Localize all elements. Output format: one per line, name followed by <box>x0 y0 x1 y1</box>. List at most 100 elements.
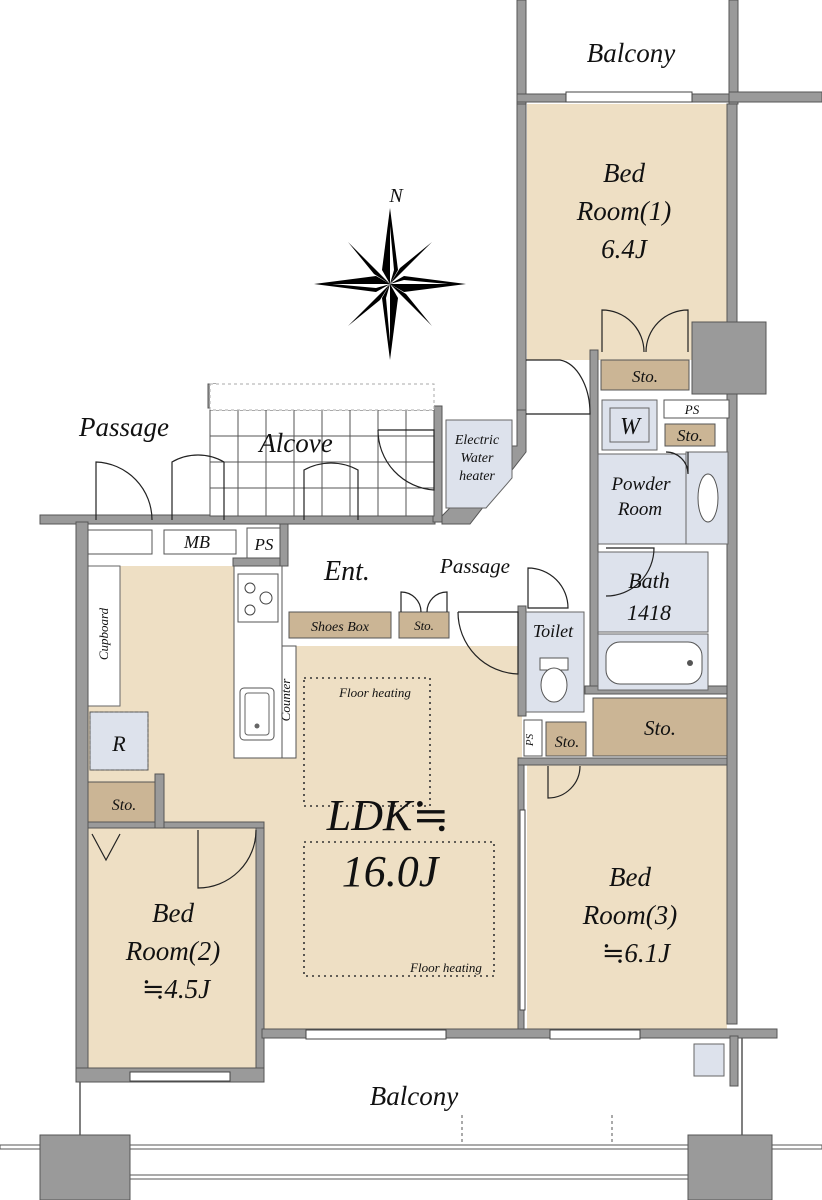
bath-label-line1: Bath <box>628 568 670 593</box>
washer-label: W <box>620 414 642 440</box>
wall <box>517 605 527 717</box>
ldk-label-line2: 16.0J <box>342 847 441 896</box>
bedroom-1-label-line2: Room(1) <box>576 196 671 226</box>
door <box>91 833 121 862</box>
floor-heating-label-1: Floor heating <box>338 685 411 700</box>
storage-powder-label: Sto. <box>677 426 703 445</box>
electric-heater-line3: heater <box>459 469 495 484</box>
window <box>129 1071 231 1082</box>
cupboard-label: Cupboard <box>96 607 111 660</box>
wall <box>75 521 89 1073</box>
storage-bedroom-3-label: Sto. <box>644 716 676 740</box>
door <box>377 429 435 491</box>
sink-icon <box>239 687 275 741</box>
electric-water-heater <box>445 419 513 509</box>
door <box>400 591 448 613</box>
wall <box>516 0 527 105</box>
wall <box>728 0 739 105</box>
bedroom-2-label-line1: Bed <box>152 898 194 928</box>
room-floors <box>87 104 727 1070</box>
alcove-label: Alcove <box>257 428 332 458</box>
wall <box>87 821 265 829</box>
column <box>691 321 767 395</box>
door <box>601 309 645 353</box>
door <box>457 611 519 675</box>
window <box>565 91 693 103</box>
alcove-tiles <box>209 383 435 517</box>
column <box>687 1134 773 1200</box>
bedroom-2-floor <box>88 828 256 1070</box>
meter-box <box>163 529 237 555</box>
door <box>605 547 655 597</box>
floor-heating-area-1 <box>303 677 431 807</box>
balcony-rail <box>129 1144 689 1150</box>
balcony-rail <box>0 1144 41 1150</box>
door <box>527 567 569 609</box>
storage-bedroom-1-label: Sto. <box>632 367 658 386</box>
column <box>39 1134 131 1200</box>
wall <box>729 1035 739 1087</box>
wall <box>516 103 527 415</box>
pipe-space-top <box>663 399 730 419</box>
door <box>95 461 153 521</box>
refrigerator-label: R <box>111 731 126 756</box>
storage-entrance-label: Sto. <box>414 618 434 633</box>
wall <box>726 103 738 1025</box>
air-conditioner-unit <box>693 1043 725 1077</box>
passage-center-label: Passage <box>439 554 510 578</box>
door <box>547 765 581 799</box>
storage-bedroom-2 <box>87 781 156 823</box>
door <box>171 454 225 520</box>
bath-room <box>597 551 709 633</box>
wall <box>589 349 599 691</box>
floor-heating-label-2: Floor heating <box>409 960 482 975</box>
storage-toilet-label: Sto. <box>555 734 579 751</box>
ldk-label-line1: LDK≒ <box>326 791 449 840</box>
ps-top-label: PS <box>684 402 700 417</box>
door <box>197 829 257 889</box>
balcony-rail <box>771 1144 822 1150</box>
door <box>665 451 689 475</box>
bedroom-1-floor <box>527 104 727 360</box>
counter-label: Counter <box>278 678 293 722</box>
powder-room <box>597 453 687 545</box>
compass-rose-icon <box>314 208 466 360</box>
wall <box>728 91 822 103</box>
storage-toilet <box>545 721 587 757</box>
cabinet <box>87 529 153 555</box>
wall <box>255 825 265 1081</box>
ps-entrance-label: PS <box>254 535 274 554</box>
toilet-label: Toilet <box>533 621 574 641</box>
door <box>526 359 591 415</box>
bath-label-line2: 1418 <box>627 600 671 625</box>
balcony-bottom-label: Balcony <box>370 1081 458 1111</box>
door <box>303 462 359 520</box>
bedroom-2-label-line2: Room(2) <box>125 936 220 966</box>
windows <box>129 91 693 1082</box>
ps-toilet-label: PS <box>524 733 536 747</box>
wall <box>279 523 289 567</box>
storage-bedroom-2-label: Sto. <box>112 797 136 814</box>
stove-icon <box>237 573 279 623</box>
bedroom-3-area: ≒6.1J <box>602 938 672 968</box>
bedroom-3-floor <box>527 765 727 1029</box>
window <box>549 1029 641 1040</box>
pipe-space-toilet <box>523 719 543 757</box>
wall <box>261 1028 778 1039</box>
entrance-label: Ent. <box>323 556 370 587</box>
doors <box>91 309 689 889</box>
shoes-box <box>288 611 392 639</box>
ldk-floor <box>88 566 522 1030</box>
mb-label: MB <box>183 532 210 552</box>
shoes-box-label: Shoes Box <box>311 620 370 635</box>
kitchen-counter <box>233 565 297 759</box>
powder-room-line2: Room <box>617 499 662 520</box>
north-label: N <box>388 185 404 207</box>
wet-areas <box>89 399 729 1077</box>
storage-bedroom-3 <box>592 697 728 757</box>
electric-heater-line2: Water <box>461 451 494 466</box>
pipe-space-entrance <box>246 527 281 559</box>
balcony-rail <box>129 1174 689 1180</box>
bedroom-3-label-line1: Bed <box>609 862 651 892</box>
bedroom-1-label-line1: Bed <box>603 158 645 188</box>
